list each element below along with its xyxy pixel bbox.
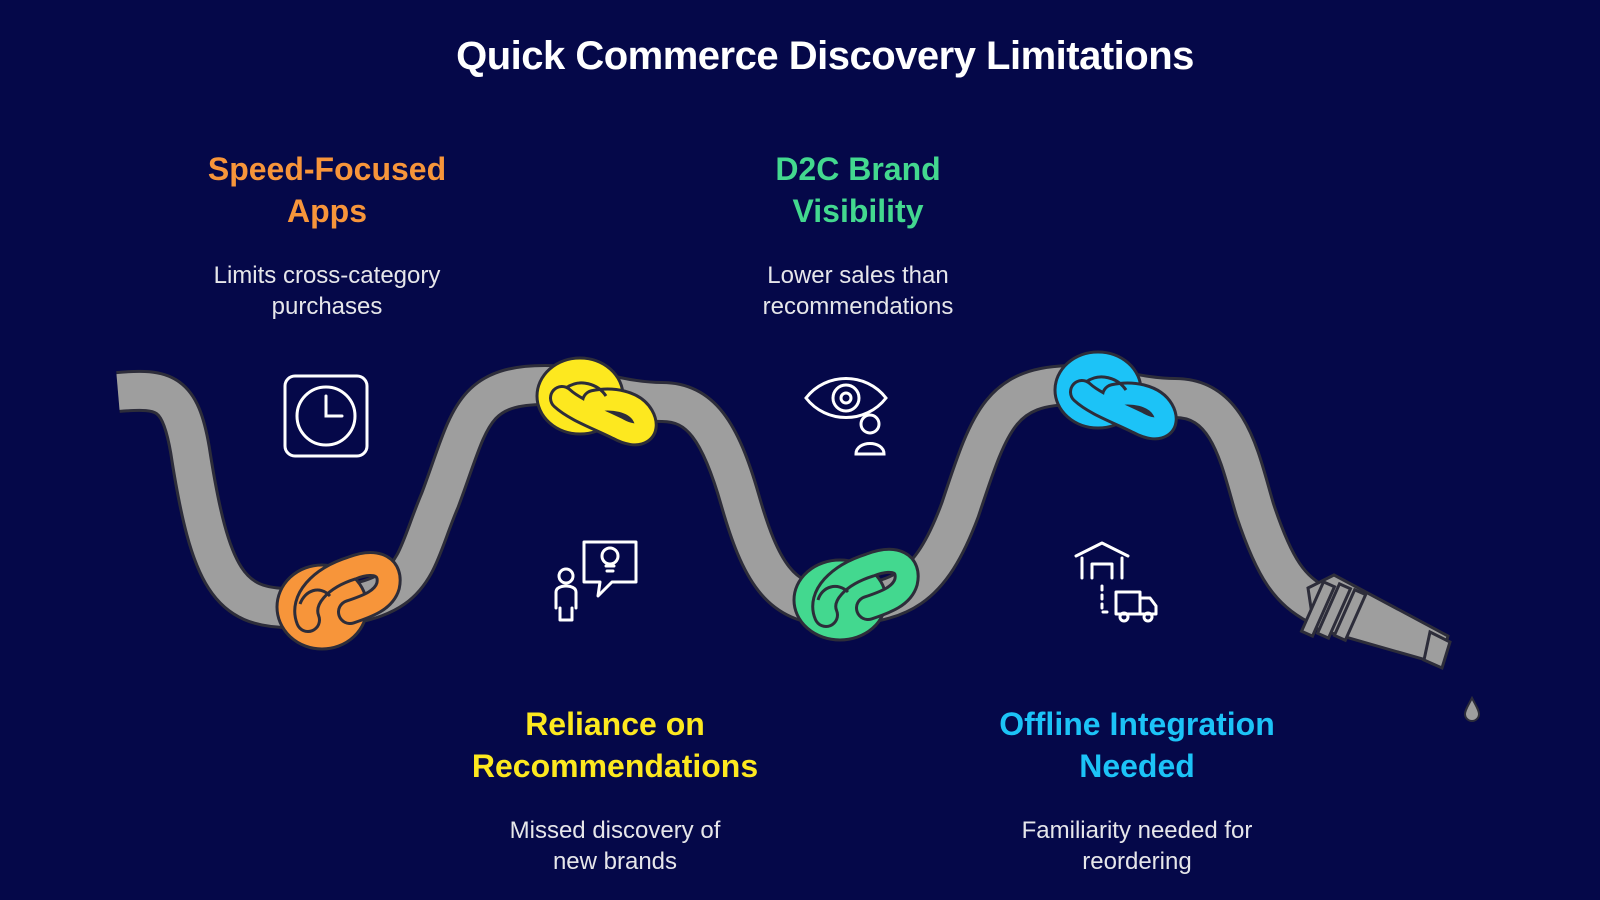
item-description: Missed discovery of new brands <box>509 817 721 875</box>
item-title: Speed-Focused Apps <box>207 151 447 229</box>
item-title: D2C Brand Visibility <box>775 151 941 229</box>
eye-person-icon <box>804 377 888 456</box>
person-idea-icon <box>554 540 638 622</box>
item-description: Lower sales than recommendations <box>762 262 954 320</box>
hose-nozzle <box>1299 573 1452 671</box>
item-d2c-brand-visibility: D2C Brand Visibility Lower sales than re… <box>688 148 1028 322</box>
item-description: Familiarity needed for reordering <box>1021 817 1253 875</box>
water-drop <box>1463 695 1481 722</box>
knot-orange <box>275 551 402 651</box>
clock-icon <box>283 374 369 458</box>
item-title: Reliance on Recommendations <box>471 706 759 784</box>
item-offline-integration-needed: Offline Integration Needed Familiarity n… <box>962 703 1312 877</box>
knot-blue <box>1053 350 1178 441</box>
item-description: Limits cross-category purchases <box>213 262 441 320</box>
knot-green <box>792 547 920 642</box>
knot-yellow <box>535 356 658 447</box>
warehouse-truck-icon <box>1074 541 1158 623</box>
item-speed-focused-apps: Speed-Focused Apps Limits cross-category… <box>157 148 497 322</box>
page-title: Quick Commerce Discovery Limitations <box>456 34 1194 78</box>
item-title: Offline Integration Needed <box>999 706 1275 784</box>
item-reliance-on-recommendations: Reliance on Recommendations Missed disco… <box>440 703 790 877</box>
